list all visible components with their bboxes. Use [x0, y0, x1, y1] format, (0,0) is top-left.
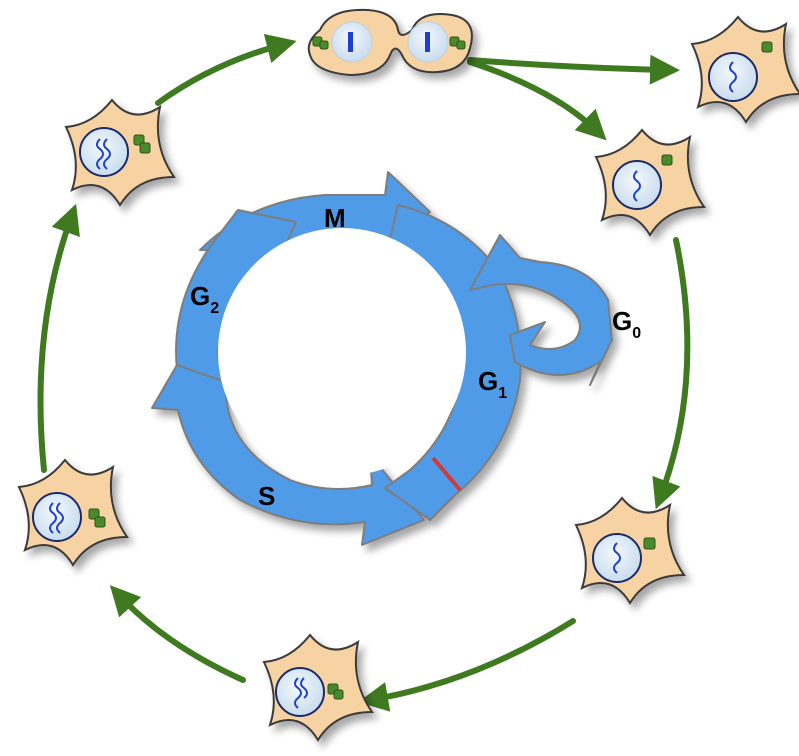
- green-arrows: [37, 33, 691, 712]
- centrosome-icon: [643, 537, 656, 550]
- nucleus: [32, 492, 82, 542]
- label-m: M: [324, 203, 346, 233]
- label-g0: G0: [612, 306, 641, 342]
- cell-dividing: [307, 8, 473, 77]
- arrow-dividing-to-quiescent: [467, 54, 680, 85]
- phase-labels: M G2 S G1 G0: [190, 203, 641, 511]
- chromosome-icon: [729, 61, 737, 93]
- chromosome-icon: [96, 138, 111, 170]
- cell-g2-late: [64, 98, 176, 207]
- centrosome-icon: [88, 508, 106, 528]
- chromosome-icon: [294, 677, 308, 709]
- nucleus: [592, 533, 642, 583]
- checkpoint-marker: [431, 456, 462, 492]
- arrow-s-to-g2early: [109, 585, 246, 683]
- arrow-g2early-to-g2late: [37, 203, 80, 473]
- label-s: S: [258, 481, 275, 511]
- arrow-dividing-to-g1early: [467, 59, 607, 141]
- arrow-g0-phase: [469, 234, 613, 386]
- chromosome-left: [348, 32, 353, 52]
- centrosome-icon: [312, 36, 466, 50]
- label-g1: G1: [478, 366, 507, 402]
- centrosome-icon: [327, 683, 344, 700]
- arrow-s-phase: [151, 364, 425, 546]
- nucleus: [708, 52, 758, 102]
- ring-center: [218, 228, 466, 476]
- arrow-g1early-to-g1late: [652, 237, 691, 510]
- cell-g1-early: [594, 128, 706, 237]
- chromosome-icon: [49, 502, 64, 534]
- cycle-ring: [151, 171, 613, 546]
- cell-g2-early: [17, 458, 129, 567]
- centrosome-icon: [761, 41, 773, 53]
- nucleus: [79, 127, 129, 177]
- centrosome-icon: [133, 134, 151, 154]
- chromosome-icon: [633, 170, 641, 202]
- chromosome-icon: [613, 542, 621, 574]
- centrosome-icon: [661, 154, 673, 166]
- arrow-g1late-to-s: [358, 618, 576, 712]
- cell-g1-late: [574, 496, 686, 605]
- cell-s-phase: [262, 633, 374, 742]
- cell-quiescent: [690, 15, 799, 124]
- arrow-g2late-to-dividing: [155, 33, 297, 106]
- nucleus: [612, 160, 662, 210]
- chromosome-right: [425, 32, 430, 52]
- label-g2: G2: [190, 281, 219, 317]
